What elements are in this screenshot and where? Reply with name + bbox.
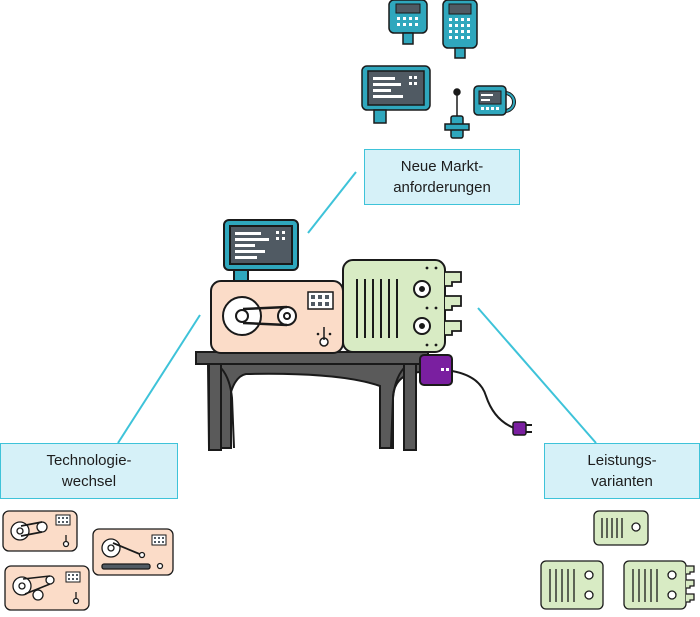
power-variant-medium-icon bbox=[540, 560, 604, 610]
label-market-text: Neue Markt- anforderungen bbox=[393, 158, 491, 196]
connector-technology bbox=[117, 314, 201, 444]
wall-display-icon bbox=[361, 65, 431, 124]
label-technology-change: Technologie- wechsel bbox=[0, 443, 178, 499]
power-variant-small-icon bbox=[593, 510, 649, 546]
drive-unit bbox=[210, 280, 344, 354]
mug-display-icon bbox=[473, 85, 516, 116]
label-technology-text: Technologie- wechsel bbox=[46, 452, 132, 490]
antenna-sensor-icon bbox=[444, 88, 470, 139]
drive-variant-multi-pulley-icon bbox=[4, 565, 90, 611]
control-monitor bbox=[223, 219, 299, 284]
machine-table bbox=[195, 351, 429, 451]
drive-variant-belt-icon bbox=[2, 510, 78, 552]
drive-variant-linear-icon bbox=[92, 528, 174, 576]
power-variant-large-icon bbox=[623, 560, 695, 610]
handheld-terminal-icon bbox=[388, 0, 428, 45]
power-plug-icon bbox=[419, 354, 532, 436]
connector-performance bbox=[477, 307, 597, 444]
label-market-requirements: Neue Markt- anforderungen bbox=[364, 149, 520, 205]
machine-icon bbox=[195, 219, 532, 451]
connector-market bbox=[307, 171, 357, 234]
power-unit bbox=[342, 259, 462, 353]
label-performance-text: Leistungs- varianten bbox=[587, 452, 657, 490]
connector-lines bbox=[117, 171, 597, 444]
label-performance-variants: Leistungs- varianten bbox=[544, 443, 700, 499]
technology-variants bbox=[2, 510, 174, 611]
keypad-terminal-icon bbox=[442, 0, 478, 59]
performance-variants bbox=[540, 510, 695, 610]
